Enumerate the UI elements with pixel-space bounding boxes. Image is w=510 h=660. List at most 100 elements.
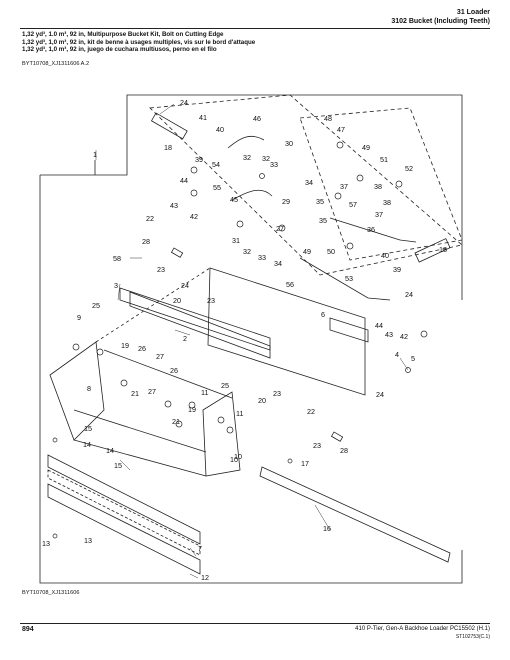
- callout: 58: [113, 254, 121, 263]
- section-title: 31 Loader: [456, 9, 490, 16]
- footer-model: 410 P-Tier, Gen-A Backhoe Loader PC15502…: [355, 625, 490, 641]
- callout: 39: [393, 265, 401, 274]
- callout: 32: [262, 154, 270, 163]
- callout: 54: [212, 160, 220, 169]
- callout: 38: [374, 182, 382, 191]
- callout: 34: [305, 178, 313, 187]
- title-spanish: 1,32 yd³, 1,0 m³, 92 in, juego de cuchar…: [22, 46, 217, 54]
- callout: 44: [180, 176, 188, 185]
- callout: 55: [213, 183, 221, 192]
- callout: 25: [92, 301, 100, 310]
- callout: 16: [323, 524, 331, 533]
- callout: 6: [321, 310, 325, 319]
- callout: 9: [77, 313, 81, 322]
- bucket-right-side: [202, 391, 241, 477]
- wear-pad-lower: [330, 431, 344, 442]
- footer-code: ST102753(C.1): [455, 634, 490, 640]
- cutting-edge-16: [259, 466, 451, 563]
- callout: 35: [319, 216, 327, 225]
- callout: 30: [285, 139, 293, 148]
- callout: 20: [173, 296, 181, 305]
- callout: 10: [230, 455, 238, 464]
- callout: 19: [188, 405, 196, 414]
- callout: 14: [106, 446, 114, 455]
- callout: 14: [83, 440, 91, 449]
- kit-titles: 1,32 yd³, 1.0 m³, 92 in, Multipurpose Bu…: [22, 31, 255, 54]
- callout: 37: [375, 210, 383, 219]
- page-number: 894: [22, 626, 34, 633]
- cylinder-group-box: [299, 107, 463, 261]
- callout: 2: [183, 334, 187, 343]
- callout: 50: [327, 247, 335, 256]
- callout: 15: [114, 461, 122, 470]
- callout: 43: [170, 201, 178, 210]
- callout: 57: [349, 200, 357, 209]
- callout: 23: [157, 265, 165, 274]
- callout: 51: [380, 155, 388, 164]
- callout: 34: [274, 259, 282, 268]
- callout: 33: [258, 253, 266, 262]
- callout: 24: [405, 290, 413, 299]
- callout: 24: [180, 98, 188, 107]
- callout: 49: [303, 247, 311, 256]
- callout: 12: [201, 573, 209, 582]
- callout-labels: 24 41 40 46 48 47 18 39 54 1 32 30 49 51…: [42, 98, 447, 582]
- callout: 46: [253, 114, 261, 123]
- callout: 27: [148, 387, 156, 396]
- callout: 42: [400, 332, 408, 341]
- callout: 21: [172, 417, 180, 426]
- title-french: 1,32 yd³, 1,0 m³, 92 in, kit de benne à …: [22, 38, 256, 46]
- callout: 13: [42, 539, 50, 548]
- callout: 32: [243, 153, 251, 162]
- title-english: 1,32 yd³, 1.0 m³, 92 in, Multipurpose Bu…: [22, 31, 224, 38]
- callout: 21: [131, 389, 139, 398]
- callout: 35: [316, 197, 324, 206]
- footer-model-text: 410 P-Tier, Gen-A Backhoe Loader PC15502…: [355, 626, 490, 632]
- callout: 15: [84, 424, 92, 433]
- callout: 43: [385, 330, 393, 339]
- callout: 23: [207, 296, 215, 305]
- bucket-back-plate: [207, 267, 366, 396]
- callout: 25: [221, 381, 229, 390]
- callout: 1: [93, 150, 97, 159]
- hydraulic-line-45: [231, 189, 273, 201]
- callout: 44: [375, 321, 383, 330]
- callout: 40: [381, 251, 389, 260]
- callout: 49: [362, 143, 370, 152]
- callout: 32: [243, 247, 251, 256]
- callout: 53: [345, 274, 353, 283]
- cutting-edge-7: [47, 454, 201, 545]
- callout: 36: [367, 225, 375, 234]
- callout: 26: [138, 344, 146, 353]
- callout: 37: [340, 182, 348, 191]
- callout: 18: [164, 143, 172, 152]
- bucket-top-plate: [119, 287, 271, 351]
- callout: 13: [84, 536, 92, 545]
- cylinder-right: [414, 238, 451, 263]
- callout: 26: [170, 366, 178, 375]
- callout: 27: [276, 224, 284, 233]
- wear-pad-upper: [170, 247, 184, 258]
- callout: 40: [216, 125, 224, 134]
- callout: 4: [395, 350, 399, 359]
- hydraulic-group-box: [149, 94, 463, 276]
- bucket-edge-plate: [129, 291, 271, 359]
- callout: 48: [324, 114, 332, 123]
- callout: 7: [198, 544, 202, 553]
- bucket-rear-bracket: [329, 317, 369, 343]
- cylinder-left: [150, 112, 188, 140]
- callout: 31: [232, 236, 240, 245]
- callout: 45: [230, 195, 238, 204]
- callout: 18: [439, 245, 447, 254]
- footer-rule: [20, 623, 490, 624]
- callout: 19: [121, 341, 129, 350]
- figure-reference-bottom: BYT10708_XJ1311606: [22, 590, 80, 596]
- callout: 11: [236, 409, 243, 418]
- assembly-bracket-line: [39, 175, 463, 584]
- bucket-left-side: [49, 341, 105, 441]
- callout: 20: [258, 396, 266, 405]
- callout: 22: [307, 407, 315, 416]
- callout: 10: [234, 452, 242, 461]
- callout: 56: [286, 280, 294, 289]
- header-rule: [20, 28, 490, 29]
